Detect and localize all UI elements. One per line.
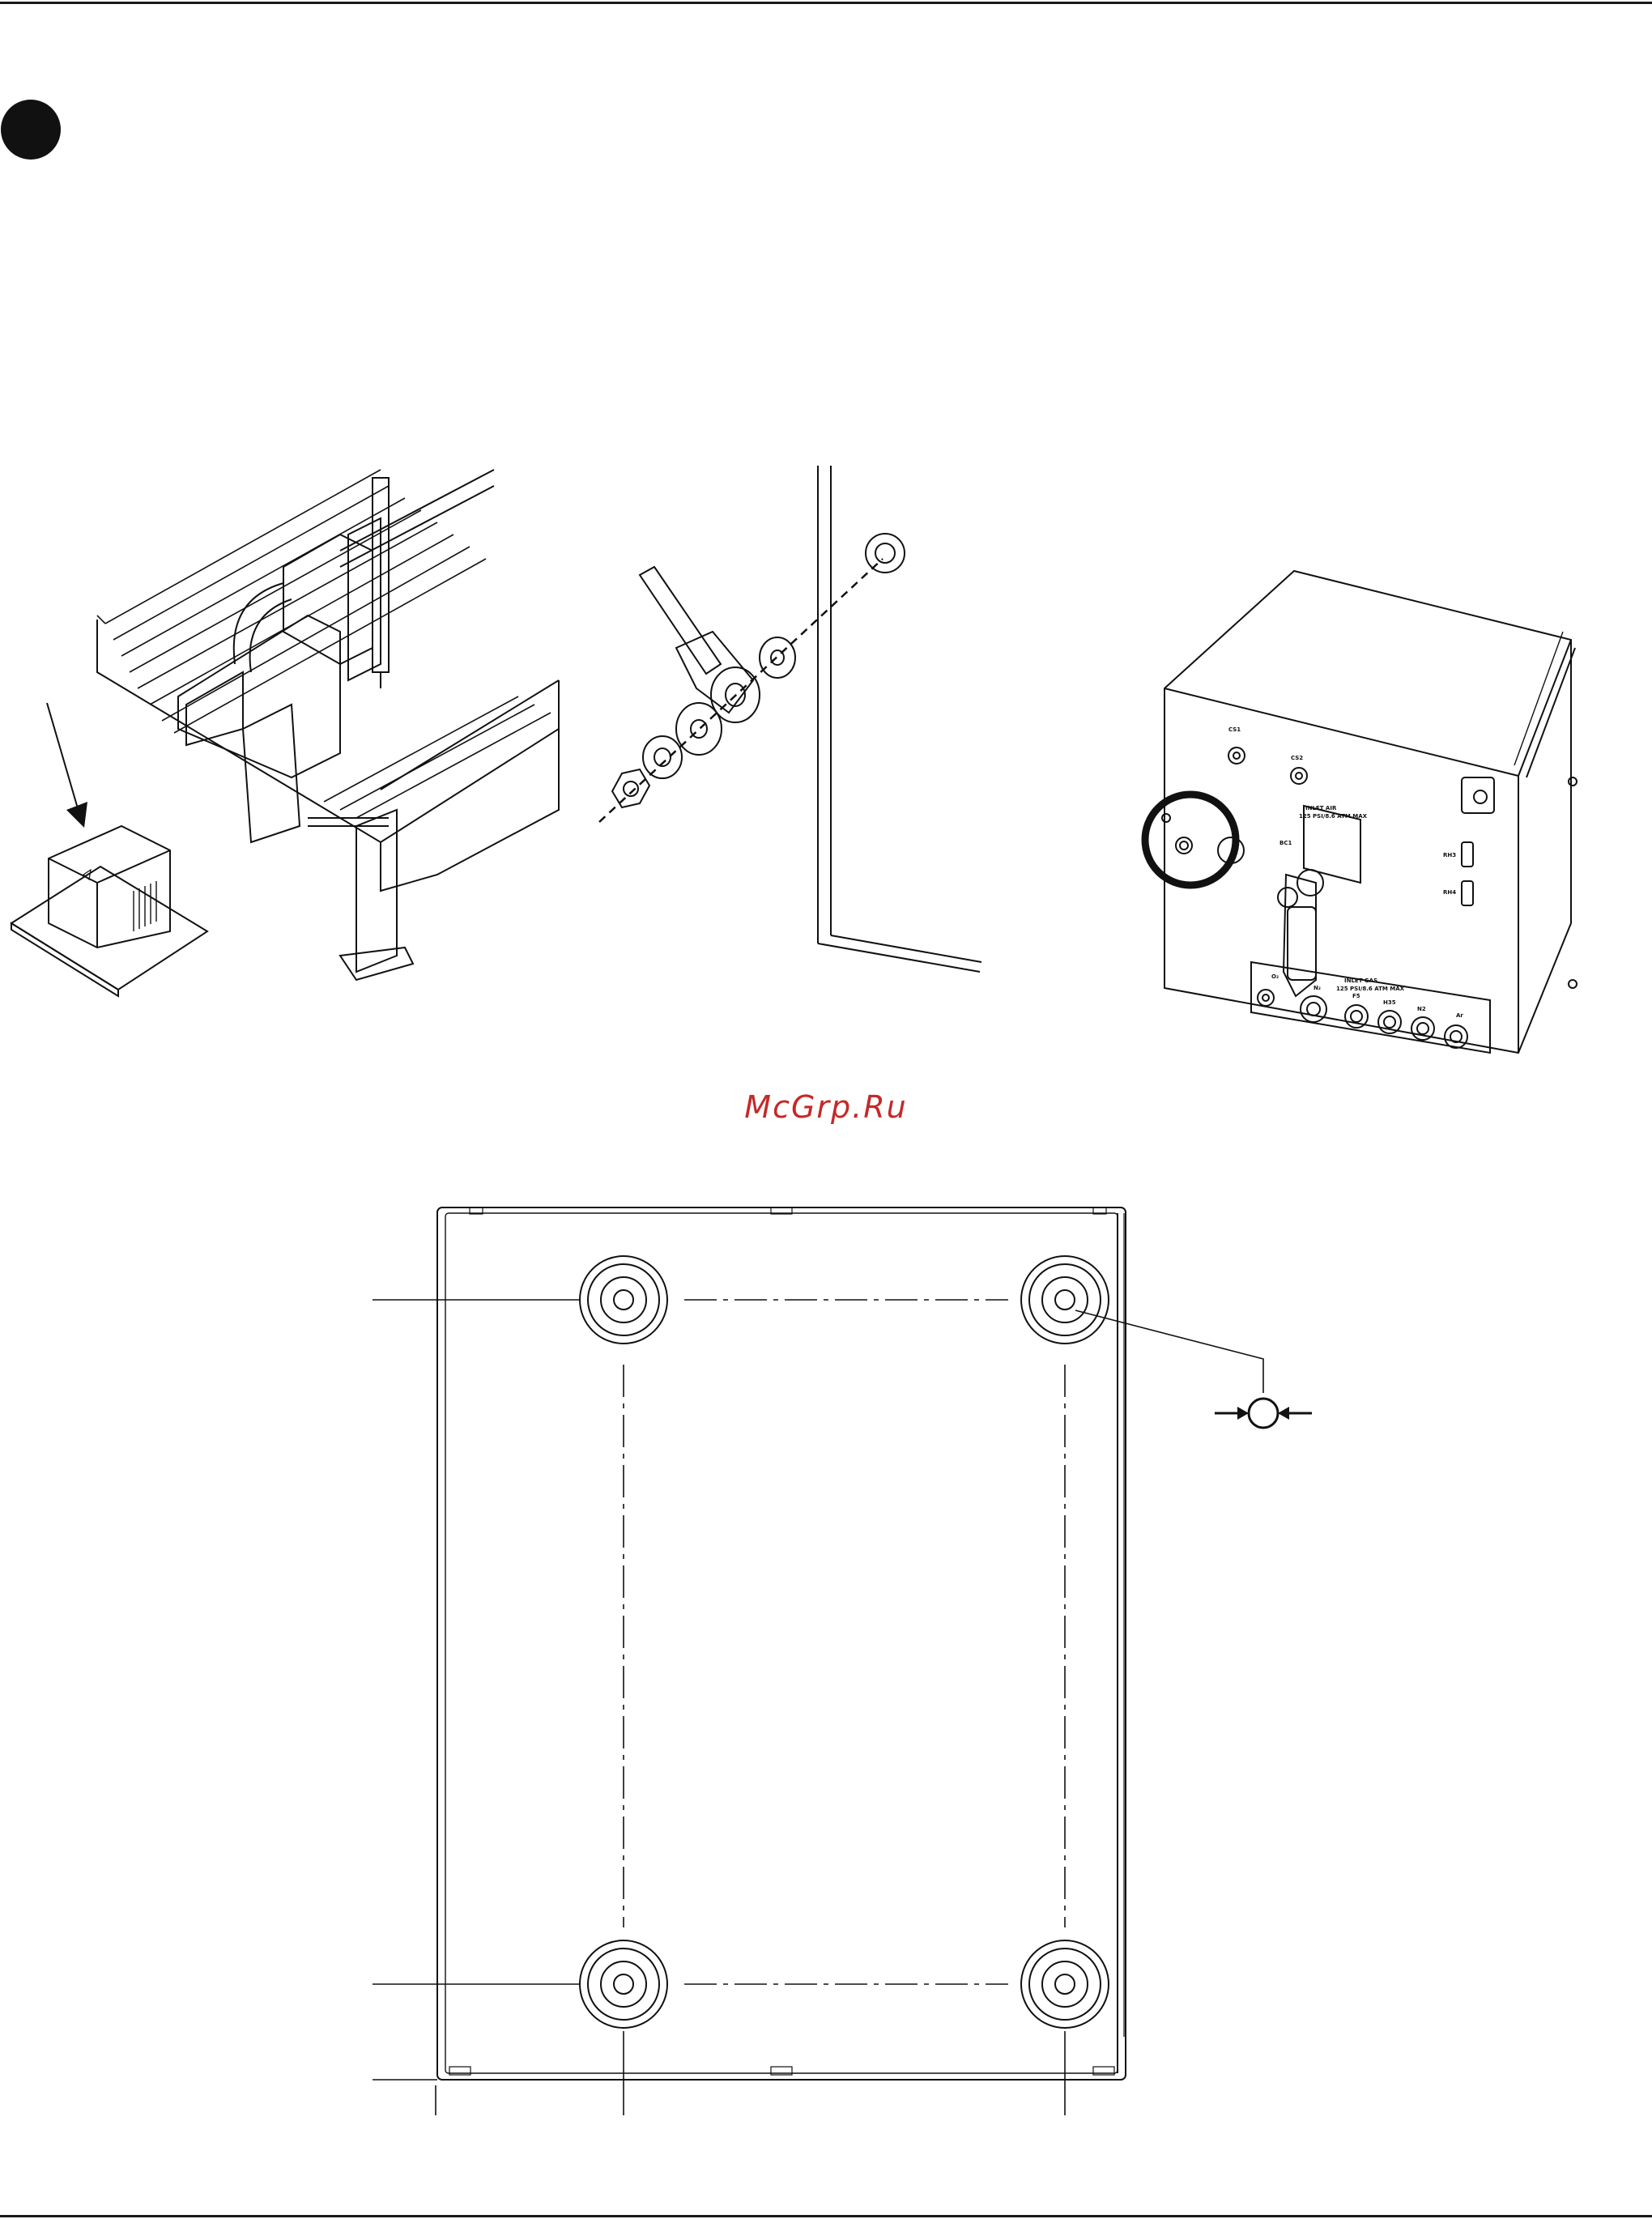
label-cs1: CS1 (1228, 726, 1241, 733)
bolt-pattern-drawing (373, 1207, 1312, 2115)
label-rh3: RH3 (1443, 852, 1456, 858)
cutting-table-illustration (11, 470, 559, 996)
label-bc: BC1 (1279, 840, 1292, 846)
bottom-rule (0, 2215, 1652, 2217)
label-n2b: N2 (1417, 1006, 1426, 1012)
label-rh4: RH4 (1443, 889, 1456, 896)
label-h35: H35 (1383, 999, 1396, 1006)
label-o2: O₂ (1271, 973, 1279, 980)
label-cs2: CS2 (1291, 755, 1303, 761)
label-inlet-gas-2: 125 PSI/8.6 ATM MAX (1336, 986, 1405, 992)
label-f5: F5 (1352, 993, 1360, 999)
watermark-text: McGrp.Ru (0, 1089, 1652, 1125)
label-ar: Ar (1456, 1012, 1463, 1019)
label-n2: N₂ (1314, 985, 1321, 991)
label-inlet-air-1: INLET AIR (1305, 805, 1337, 811)
label-inlet-air-2: 125 PSI/8.6 ATM MAX (1299, 813, 1368, 820)
ground-lug-illustration (599, 466, 981, 972)
label-inlet-gas-1: INLET GAS (1344, 977, 1377, 984)
rear-panel-labels: CS1 CS2 INLET AIR 125 PSI/8.6 ATM MAX BC… (1228, 726, 1463, 1019)
